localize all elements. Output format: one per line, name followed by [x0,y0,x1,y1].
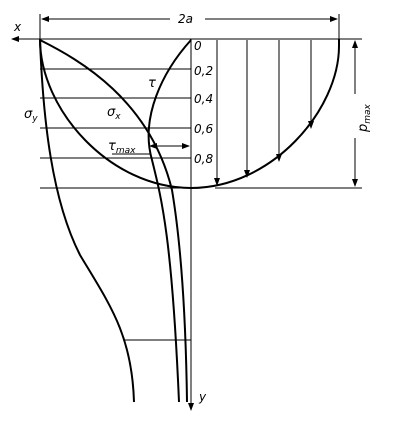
tick-0-4: 0,4 [194,92,213,106]
sigma-y-curve [39,39,135,403]
depth-grid [40,68,191,341]
sigma-x-label: σx [107,105,121,122]
sigma-y-label: σy [24,107,38,124]
y-axis: y [188,39,207,411]
p-max-label: pmax [356,103,373,133]
tau-curve [147,39,192,403]
tick-0-2: 0,2 [194,64,213,78]
x-axis: x [11,20,339,42]
tau-label: τ [148,76,156,91]
tick-0-8: 0,8 [194,152,213,166]
depth-ticks: 0 0,2 0,4 0,6 0,8 [194,39,213,166]
tick-0-6: 0,6 [194,122,213,136]
tick-0: 0 [194,39,202,53]
stress-curves [39,39,192,403]
top-dimension: 2a [39,12,340,46]
sigma-x-curve [39,39,188,403]
pressure-curve [39,38,340,190]
y-axis-label: y [198,390,207,404]
x-axis-label: x [13,20,22,34]
curve-labels: σy σx τ τmax [24,76,156,156]
right-dimension: pmax [215,38,373,189]
tau-max-label: τmax [108,139,136,156]
pressure-distribution [39,38,340,190]
top-dim-label: 2a [178,12,193,26]
